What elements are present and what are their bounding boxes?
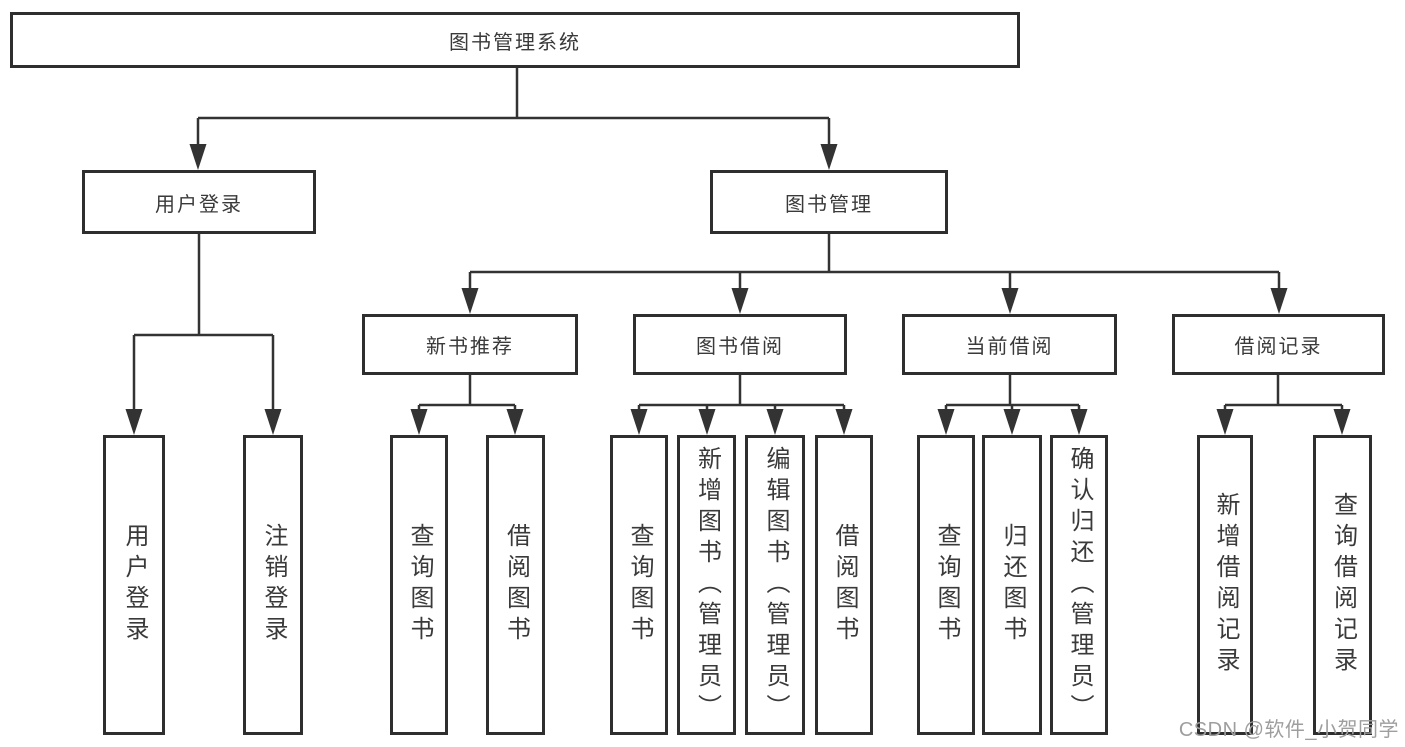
leaf-query-books-recommend: 查询图书 <box>390 435 448 735</box>
csdn-watermark: CSDN @软件_小贺同学 <box>1178 719 1399 741</box>
node-library-system: 图书管理系统 <box>10 12 1020 68</box>
leaf-add-books-admin: 新增图书（管理员） <box>677 435 736 735</box>
leaf-user-login: 用户登录 <box>103 435 165 735</box>
leaf-query-books-borrow: 查询图书 <box>610 435 668 735</box>
node-user-login: 用户登录 <box>82 170 316 234</box>
leaf-add-borrow-record: 新增借阅记录 <box>1197 435 1253 735</box>
leaf-edit-books-admin: 编辑图书（管理员） <box>745 435 805 735</box>
leaf-return-books: 归还图书 <box>982 435 1042 735</box>
node-new-book-recommendation: 新书推荐 <box>362 314 578 375</box>
leaf-query-books-current: 查询图书 <box>917 435 975 735</box>
node-borrowing-records: 借阅记录 <box>1172 314 1385 375</box>
leaf-confirm-return-admin: 确认归还（管理员） <box>1050 435 1108 735</box>
node-book-management: 图书管理 <box>710 170 948 234</box>
node-current-borrowing: 当前借阅 <box>902 314 1117 375</box>
leaf-logout: 注销登录 <box>243 435 303 735</box>
node-book-borrowing: 图书借阅 <box>633 314 847 375</box>
leaf-borrow-books: 借阅图书 <box>815 435 873 735</box>
leaf-query-borrow-record: 查询借阅记录 <box>1313 435 1372 735</box>
leaf-borrow-books-recommend: 借阅图书 <box>486 435 545 735</box>
